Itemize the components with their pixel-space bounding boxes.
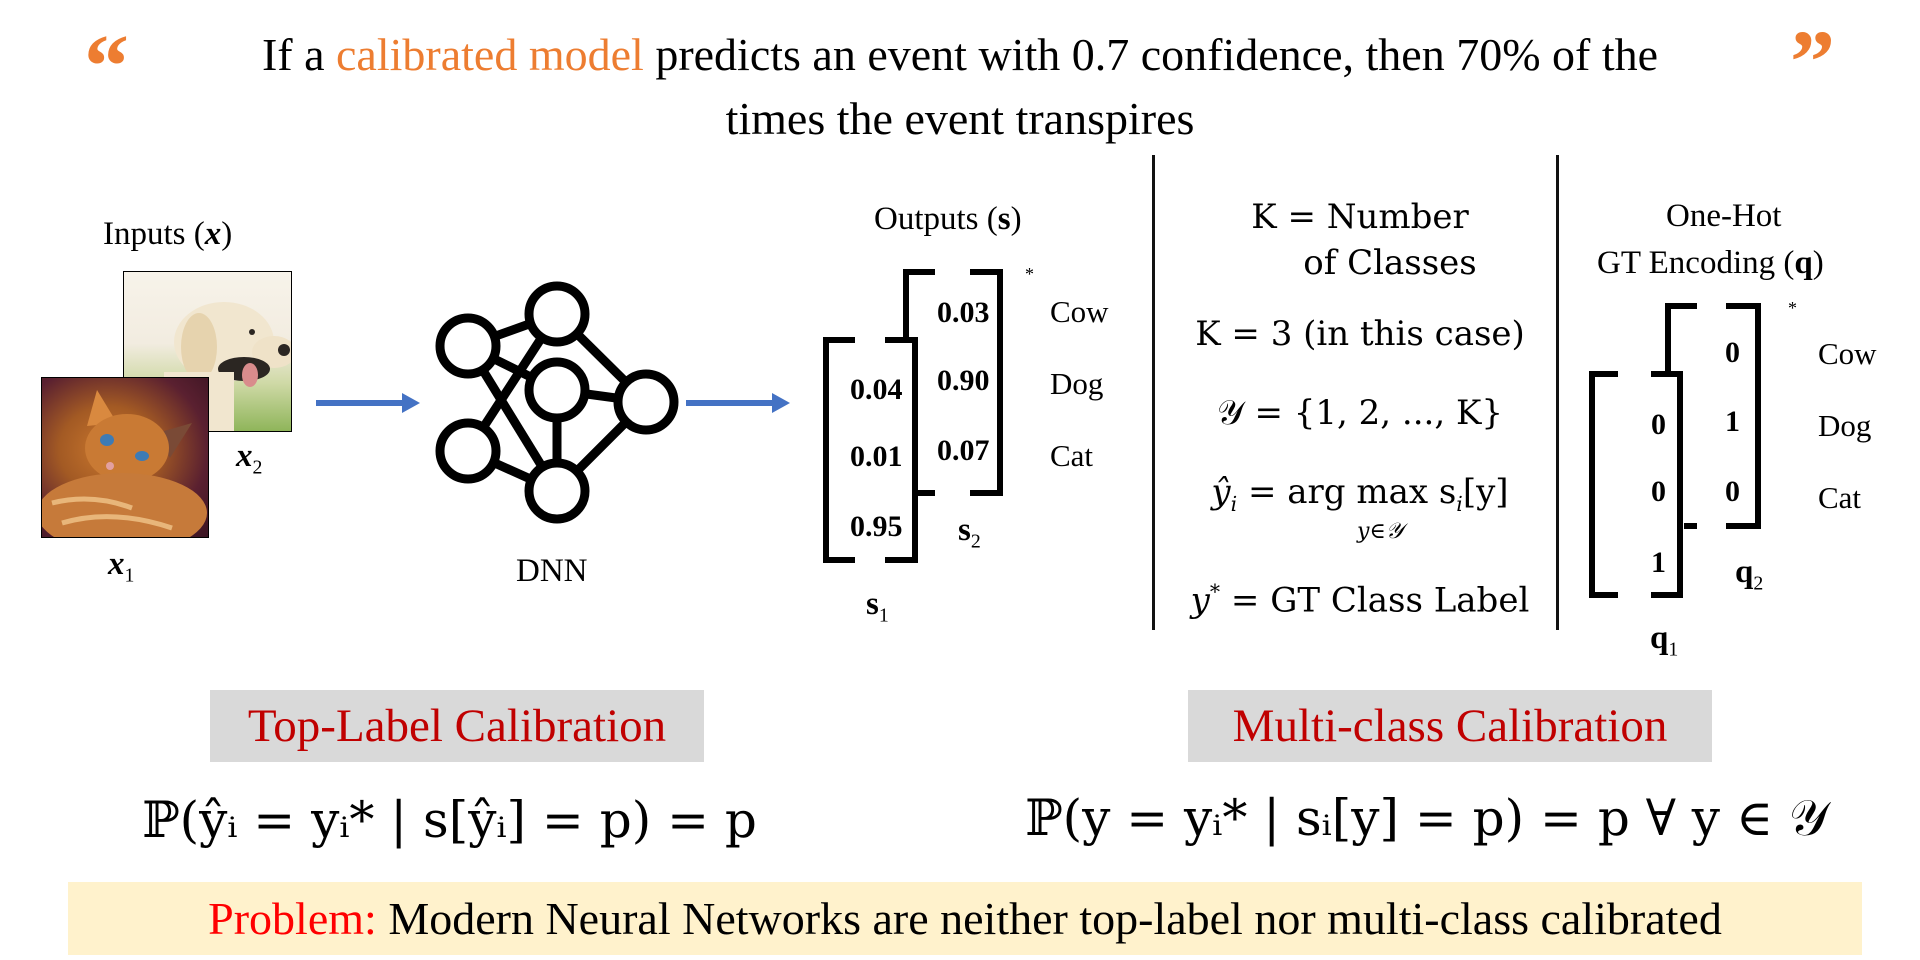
dnn-network-icon [435, 281, 679, 524]
onehot-class-dog: Dog [1818, 408, 1872, 443]
q2-value-cat: 0 [1725, 475, 1740, 508]
open-quote-icon: “ [84, 17, 129, 116]
quote-prefix: If a [261, 29, 336, 80]
multi-class-header: Multi-class Calibration [1188, 690, 1712, 762]
inputs-title-var: x [204, 216, 222, 252]
s2-label: s2 [958, 514, 981, 552]
quote-highlight: calibrated model [336, 29, 644, 80]
q1-value-cow: 0 [1651, 408, 1666, 441]
q2-label: q2 [1735, 556, 1763, 594]
outputs-title-close: ) [1010, 201, 1022, 237]
s2-value-cow: 0.03 [937, 296, 990, 329]
s2-sub: 2 [970, 530, 981, 553]
x1-label: x1 [108, 548, 134, 586]
close-quote-icon: ” [1790, 13, 1835, 112]
onehot-title-line1: One-Hot [1666, 198, 1782, 234]
def-yhat-lhs: ŷ [1211, 472, 1231, 512]
s2-var: s [958, 512, 971, 548]
q2-var: q [1735, 554, 1754, 590]
s1-value-cow: 0.04 [850, 373, 903, 406]
x2-var: x [236, 438, 253, 474]
def-yhat-subscript: y∈𝒴 [1357, 519, 1403, 544]
problem-banner: Problem: Modern Neural Networks are neit… [68, 882, 1862, 955]
q2-bracket [1665, 303, 1761, 529]
q1-var: q [1650, 620, 1669, 656]
x2-label: x2 [236, 440, 262, 478]
inputs-title-close: ) [221, 216, 233, 252]
divider-right [1556, 155, 1559, 630]
onehot-class-cow: Cow [1818, 336, 1877, 371]
q1-sub: 1 [1668, 638, 1679, 661]
dnn-label: DNN [516, 553, 588, 589]
top-label-formula: ℙ(ŷᵢ = yᵢ* | s[ŷᵢ] = p) = p [142, 791, 757, 849]
onehot-title-var: q [1794, 245, 1813, 281]
class-label-dog: Dog [1050, 366, 1104, 401]
x2-sub: 2 [252, 456, 263, 479]
def-ystar-var: y [1190, 580, 1210, 621]
def-yhat-rhs: = arg max s [1237, 472, 1457, 512]
s1-bracket [823, 337, 918, 563]
q1-value-cat: 1 [1651, 546, 1666, 579]
inputs-title-text: Inputs ( [103, 216, 205, 252]
multi-class-formula: ℙ(y = yᵢ* | sᵢ[y] = p) = p ∀ y ∈ 𝒴 [1025, 789, 1829, 847]
quote-line-1: If a calibrated model predicts an event … [0, 32, 1920, 78]
q2-star: * [1788, 298, 1797, 318]
quote-suffix: predicts an event with 0.7 confidence, t… [643, 29, 1659, 80]
s2-value-cat: 0.07 [937, 434, 990, 467]
q2-sub: 2 [1753, 572, 1764, 595]
def-label-set: 𝒴 = {1, 2, ..., K} [1217, 393, 1503, 433]
outputs-title-var: s [997, 201, 1011, 237]
s1-var: s [866, 586, 879, 622]
onehot-title-text: GT Encoding ( [1597, 245, 1795, 281]
def-ystar-rhs: = GT Class Label [1220, 580, 1530, 621]
quote-line-2: times the event transpires [725, 93, 1195, 144]
def-yhat: ŷi = arg max si[y] [1211, 472, 1509, 516]
outputs-title-text: Outputs ( [874, 201, 998, 237]
s2-star: * [1025, 264, 1034, 284]
x1-var: x [108, 546, 125, 582]
kitten-image [41, 377, 209, 538]
problem-label: Problem: [208, 893, 377, 944]
onehot-class-cat: Cat [1818, 480, 1862, 515]
q2-value-cow: 0 [1725, 336, 1740, 369]
def-k-line2: of Classes [1303, 243, 1477, 283]
q2-value-dog: 1 [1725, 405, 1740, 438]
onehot-title-line2: GT Encoding (q) [1597, 247, 1824, 280]
x1-sub: 1 [124, 564, 135, 587]
s2-value-dog: 0.90 [937, 364, 990, 397]
q1-label: q1 [1650, 622, 1678, 660]
q1-bracket [1589, 371, 1683, 598]
problem-text: Modern Neural Networks are neither top-l… [376, 893, 1722, 944]
def-ystar: y* = GT Class Label [1190, 580, 1530, 621]
def-k-value: K = 3 (in this case) [1195, 314, 1525, 354]
s1-value-dog: 0.01 [850, 440, 903, 473]
s2-bracket [903, 269, 1003, 496]
s1-value-cat: 0.95 [850, 510, 903, 543]
s1-label: s1 [866, 588, 889, 626]
output-arrow [686, 393, 790, 413]
top-label-header: Top-Label Calibration [210, 690, 704, 762]
q1-value-dog: 0 [1651, 475, 1666, 508]
class-label-cow: Cow [1050, 294, 1109, 329]
input-arrow [316, 393, 420, 413]
def-k-line1: K = Number [1251, 197, 1469, 237]
s1-sub: 1 [878, 604, 889, 627]
kitten-illustration [42, 390, 207, 537]
outputs-title: Outputs (s) [874, 203, 1022, 236]
inputs-title: Inputs (x) [103, 218, 232, 251]
def-yhat-tail: [y] [1462, 472, 1509, 512]
class-label-cat: Cat [1050, 438, 1094, 473]
divider-left [1152, 155, 1155, 630]
onehot-title-close: ) [1812, 245, 1824, 281]
